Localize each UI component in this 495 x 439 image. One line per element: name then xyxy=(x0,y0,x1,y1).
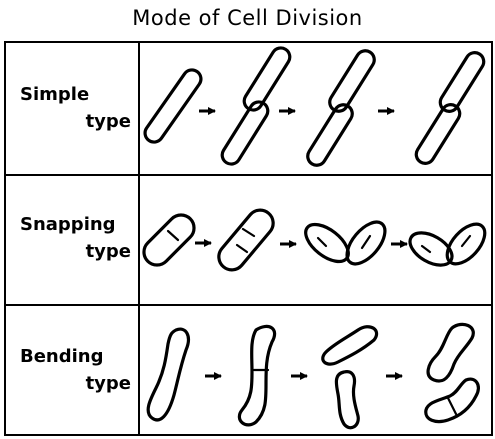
simple-cell-stage-2 xyxy=(220,46,292,166)
row-label-bending: Bending type xyxy=(6,343,131,397)
bending-type-sequence xyxy=(146,322,480,430)
row-label-snapping-line1: Snapping xyxy=(20,214,116,235)
simple-cell-stage-1 xyxy=(143,68,203,144)
row-label-simple-line1: Simple xyxy=(20,84,90,105)
diagram-title: Mode of Cell Division xyxy=(132,6,363,30)
bending-cell-stage-2 xyxy=(237,324,277,427)
simple-cell-stage-4 xyxy=(414,51,486,165)
simple-cell-stage-3 xyxy=(306,49,376,167)
division-table: Simple type Snapping type Bending type xyxy=(4,41,493,436)
simple-type-sequence xyxy=(143,46,486,167)
row-label-bending-line2: type xyxy=(85,373,131,394)
row-divider-2 xyxy=(6,304,491,306)
snapping-cell-stage-4 xyxy=(408,222,487,267)
row-label-bending-line1: Bending xyxy=(20,346,104,367)
bending-cell-stage-1 xyxy=(146,327,190,422)
column-divider xyxy=(138,43,140,434)
row-label-simple: Simple type xyxy=(6,81,131,135)
snapping-cell-stage-3 xyxy=(304,220,387,266)
row-label-simple-line2: type xyxy=(85,111,131,132)
snapping-cell-stage-2 xyxy=(217,208,275,272)
snapping-type-sequence xyxy=(142,208,487,272)
snapping-cell-stage-1 xyxy=(142,213,196,267)
row-label-snapping: Snapping type xyxy=(6,211,131,265)
bending-cell-stage-3 xyxy=(321,325,379,430)
row-label-snapping-line2: type xyxy=(85,241,131,262)
bending-cell-stage-4 xyxy=(424,322,480,424)
row-divider-1 xyxy=(6,174,491,176)
